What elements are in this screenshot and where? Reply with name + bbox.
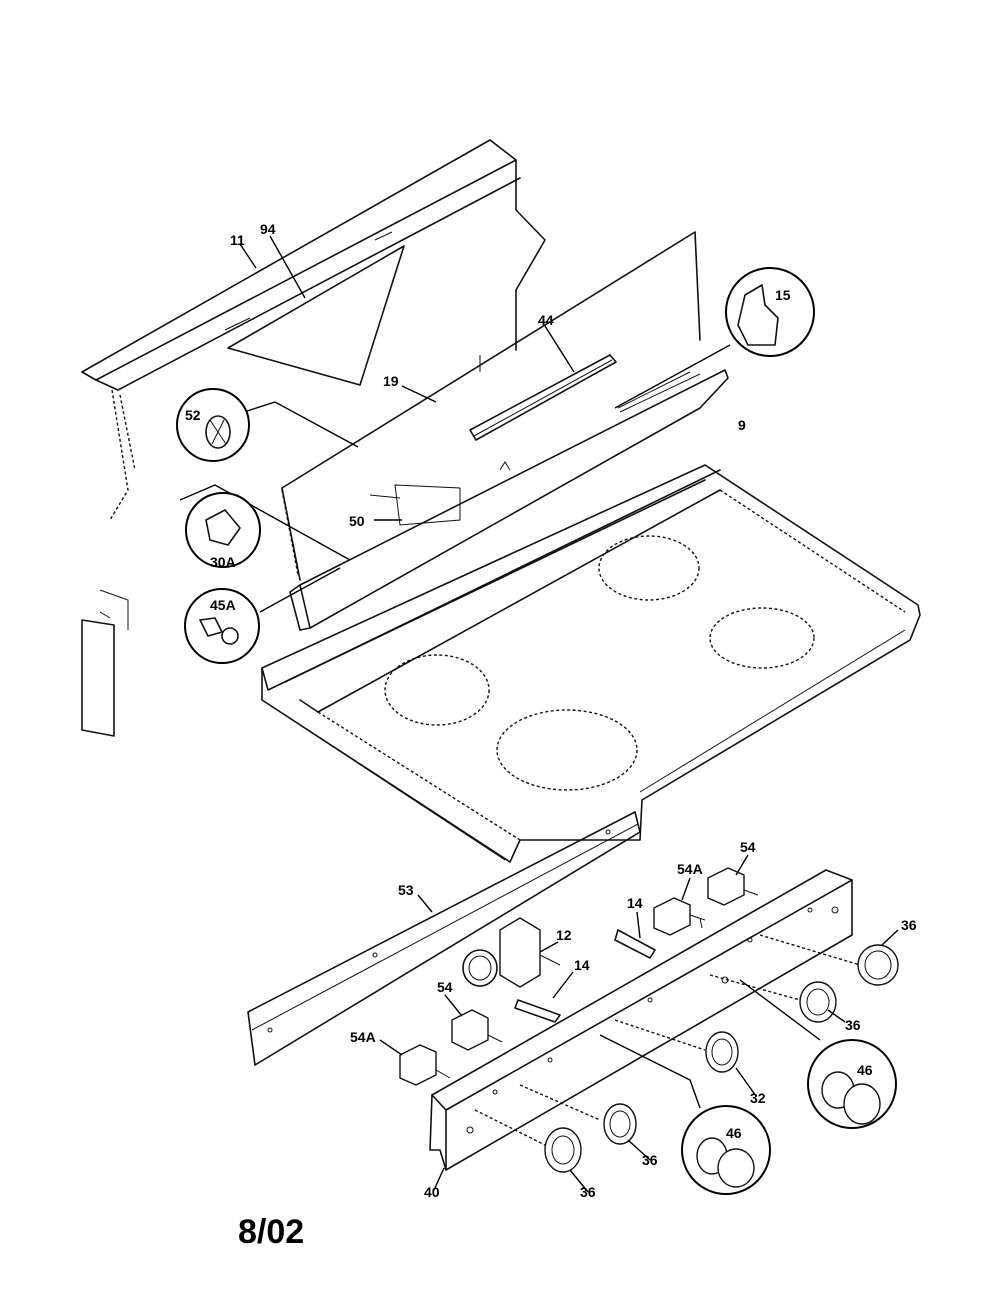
knob-32	[705, 1031, 739, 1073]
burner-left-rear	[384, 654, 490, 726]
callout-50: 50	[349, 513, 365, 529]
callout-14-b: 14	[574, 957, 590, 973]
switch-54-mid	[451, 1009, 503, 1051]
callout-53: 53	[398, 882, 414, 898]
detail-bubble-46-left	[599, 1034, 771, 1195]
callout-15: 15	[775, 287, 791, 303]
knob-36-right	[857, 944, 899, 986]
callout-52: 52	[185, 407, 201, 423]
callout-14-a: 14	[627, 895, 643, 911]
callout-45a: 45A	[210, 597, 236, 613]
callout-54-mid: 54	[437, 979, 453, 995]
date-code: 8/02	[238, 1213, 304, 1251]
cooktop	[261, 464, 921, 863]
callout-46-b: 46	[726, 1125, 742, 1141]
control-panel	[429, 869, 853, 1171]
detail-bubble-52	[176, 388, 359, 462]
detail-bubble-46-right	[739, 979, 897, 1129]
callout-30a: 30A	[210, 554, 236, 570]
detail-bubble-15	[614, 267, 815, 409]
burner-left-front	[496, 709, 638, 791]
callout-36-a: 36	[901, 917, 917, 933]
callout-36-b: 36	[845, 1017, 861, 1033]
switch-54a-low	[399, 1044, 451, 1086]
callout-44: 44	[538, 312, 554, 328]
switch-54-top	[707, 867, 759, 906]
harness-coil	[462, 949, 498, 987]
callout-19: 19	[383, 373, 399, 389]
rear-rail	[289, 369, 729, 631]
knob-36-left	[544, 1127, 582, 1173]
control-panel-back	[281, 231, 701, 581]
switch-54a-top	[653, 897, 706, 936]
burner-right-front	[709, 607, 815, 669]
callout-36-c: 36	[642, 1152, 658, 1168]
callout-12: 12	[556, 927, 572, 943]
knob-36-mid-left	[603, 1103, 637, 1145]
detail-bubble-45a	[184, 567, 341, 664]
backguard-panel	[81, 139, 546, 737]
callout-11: 11	[230, 232, 245, 248]
callout-54a-top: 54A	[677, 861, 703, 877]
callout-46-a: 46	[857, 1062, 873, 1078]
spark-switch-14-b	[514, 999, 561, 1023]
callout-94: 94	[260, 221, 276, 237]
callout-54a-low: 54A	[350, 1029, 376, 1045]
callout-9: 9	[738, 417, 746, 433]
manifold-bracket	[247, 811, 641, 1066]
burner-right-rear	[598, 535, 700, 601]
leader-lines	[239, 235, 899, 1193]
callout-32: 32	[750, 1090, 766, 1106]
callout-40: 40	[424, 1184, 440, 1200]
spark-switch-14-a	[614, 929, 656, 959]
callout-54-top: 54	[740, 839, 756, 855]
callout-36-d: 36	[580, 1184, 596, 1200]
infinite-switch-12	[462, 917, 561, 988]
knob-36-mid-right	[799, 981, 837, 1023]
detail-bubble-30a	[179, 484, 351, 568]
trim-strip	[469, 354, 617, 441]
